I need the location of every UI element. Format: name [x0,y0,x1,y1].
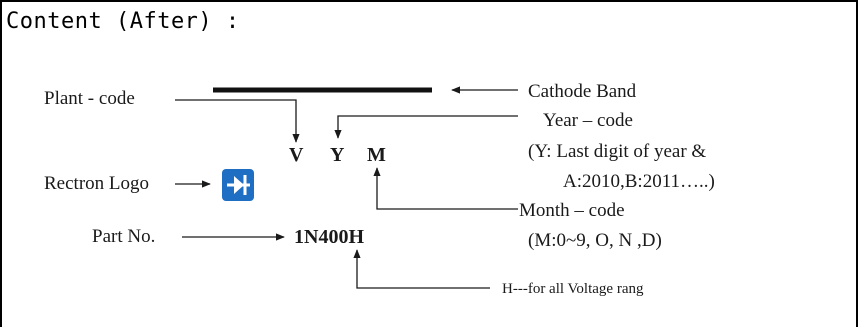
year-code-label: Year – code [543,110,633,131]
plant-code-leader [175,99,300,143]
rectron-logo-label: Rectron Logo [44,173,149,194]
content-heading: Content (After) : [6,9,240,34]
month-code-note: (M:0~9, O, N ,D) [528,230,662,251]
marking-v: V [289,144,304,166]
month-code-label: Month – code [519,200,625,221]
h-code-note: H---for all Voltage rang [502,281,644,297]
rectron-diode-logo-icon [222,169,254,201]
plant-code-label: Plant - code [44,88,135,109]
year-code-note-line2: A:2010,B:2011…..) [563,171,715,192]
marking-m: M [367,144,386,166]
part-number: 1N400H [294,226,364,248]
month-code-leader [373,167,518,210]
year-code-leader [334,115,518,139]
h-code-leader [353,249,490,289]
part-no-label: Part No. [92,226,155,247]
marking-y: Y [330,144,345,166]
cathode-band-label: Cathode Band [528,81,637,102]
year-code-note-line1: (Y: Last digit of year & [528,141,706,162]
